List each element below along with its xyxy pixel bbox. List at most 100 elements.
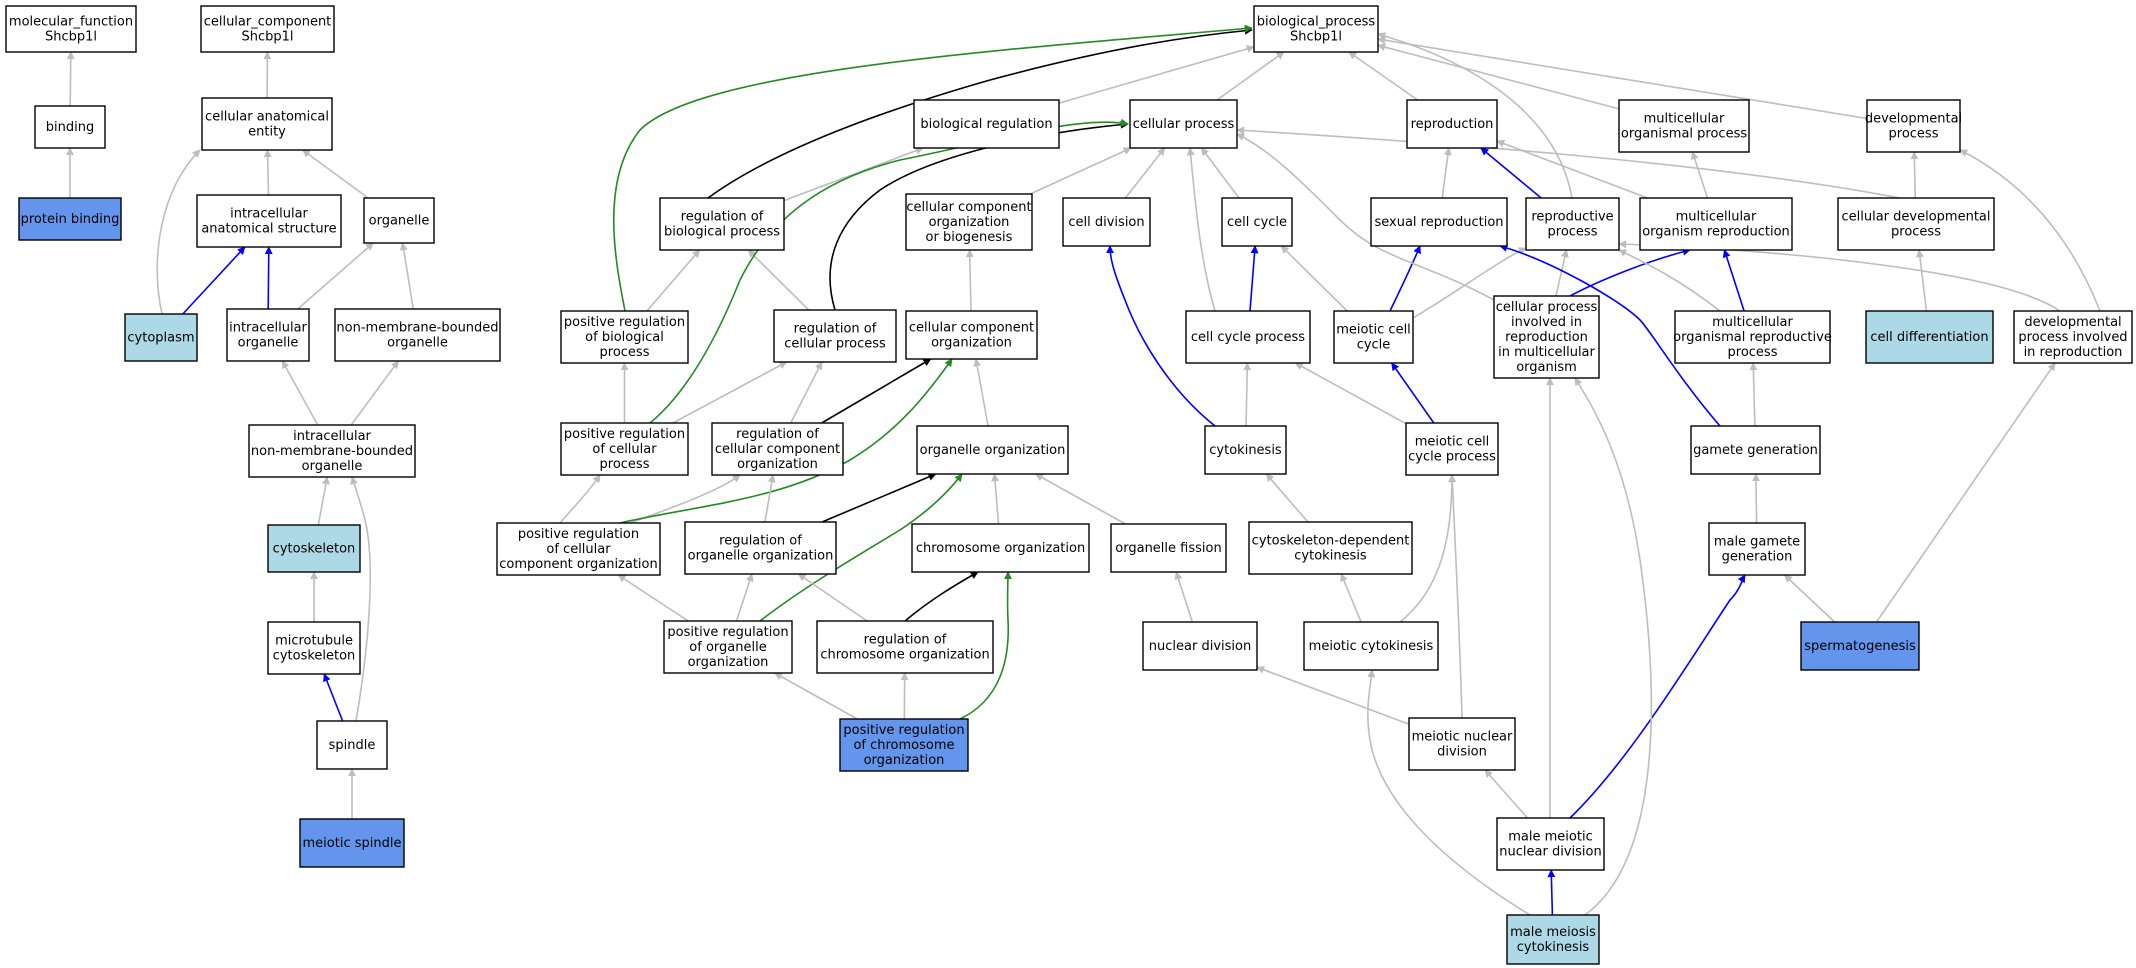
- node-label-line: organelle: [302, 459, 363, 474]
- node-gamete-generation[interactable]: gamete generation: [1690, 425, 1821, 475]
- node-cell-division[interactable]: cell division: [1062, 197, 1151, 247]
- node-box: [1708, 522, 1806, 576]
- node-label-line: organization: [688, 655, 769, 670]
- node-nuclear-division[interactable]: nuclear division: [1142, 621, 1258, 671]
- node-label-line: meiotic cell: [1415, 435, 1490, 450]
- node-label-line: multicellular: [1712, 315, 1793, 330]
- node-label-line: cellular developmental: [1842, 210, 1991, 225]
- node-cytoplasm[interactable]: cytoplasm: [124, 313, 198, 362]
- edge-pos-reg-organelle-org-to-reg-organelle-org: [735, 573, 754, 622]
- node-label-line: of biological: [585, 330, 664, 345]
- edge-cell-cycle-to-cellular-process: [1200, 147, 1240, 199]
- node-label-line: process: [1891, 225, 1941, 240]
- node-cell-differentiation[interactable]: cell differentiation: [1865, 310, 1994, 364]
- node-organelle-organization[interactable]: organelle organization: [916, 425, 1069, 475]
- edge-intracellular-organelle-to-intracellular-anatomical-structure: [264, 246, 273, 310]
- node-box: [124, 313, 198, 362]
- edge-pos-reg-chromosome-org-to-chromosome-organization: [959, 571, 1012, 720]
- node-cytoskeleton[interactable]: cytoskeleton: [267, 524, 361, 573]
- node-label-line: of cellular: [546, 542, 611, 557]
- node-intracellular-nmb-organelle[interactable]: intracellularnon-membrane-boundedorganel…: [248, 424, 416, 478]
- edge-pos-reg-biological-process-to-biological-process: [613, 24, 1253, 312]
- node-cell-cycle-process[interactable]: cell cycle process: [1185, 310, 1311, 364]
- node-label-line: process: [1728, 345, 1778, 360]
- edge-intracellular-organelle-to-organelle: [297, 242, 374, 310]
- node-label-line: positive regulation: [564, 315, 685, 330]
- node-label-line: organismal process: [1621, 127, 1747, 142]
- node-box: [711, 422, 844, 476]
- node-meiotic-spindle[interactable]: meiotic spindle: [299, 818, 405, 868]
- node-label-line: nuclear division: [1149, 639, 1251, 654]
- node-organelle[interactable]: organelle: [363, 197, 435, 244]
- node-label-line: multicellular: [1644, 112, 1725, 127]
- node-sexual-reproduction[interactable]: sexual reproduction: [1370, 197, 1508, 247]
- node-meiotic-cytokinesis[interactable]: meiotic cytokinesis: [1303, 621, 1439, 671]
- edge-cpir-to-reproductive-process: [1555, 249, 1569, 297]
- node-organelle-fission[interactable]: organelle fission: [1110, 523, 1227, 573]
- node-reproduction[interactable]: reproduction: [1406, 99, 1498, 149]
- node-biological-regulation[interactable]: biological regulation: [913, 99, 1060, 149]
- node-label-line: cellular component: [909, 321, 1034, 336]
- edge-meiotic-cell-cycle-to-cell-cycle: [1280, 245, 1348, 312]
- node-spermatogenesis[interactable]: spermatogenesis: [1800, 621, 1920, 671]
- node-label-line: cell differentiation: [1870, 330, 1988, 345]
- node-label-line: component organization: [499, 557, 658, 572]
- node-chromosome-organization[interactable]: chromosome organization: [911, 523, 1090, 573]
- node-cell-cycle[interactable]: cell cycle: [1221, 197, 1293, 247]
- node-cellular-process[interactable]: cellular process: [1129, 99, 1238, 149]
- node-binding[interactable]: binding: [34, 105, 106, 149]
- node-label-line: organelle fission: [1115, 541, 1221, 556]
- node-label-line: organization: [931, 336, 1012, 351]
- edge-cell-division-to-cellular-process: [1124, 147, 1166, 199]
- node-box: [911, 523, 1090, 573]
- node-box: [560, 422, 689, 476]
- edge-spindle-to-microtubule-cytoskeleton: [323, 673, 344, 722]
- node-spindle[interactable]: spindle: [316, 720, 388, 770]
- node-cytokinesis[interactable]: cytokinesis: [1204, 425, 1287, 475]
- node-label-line: cellular component: [715, 442, 840, 457]
- node-label-line: sexual reproduction: [1374, 215, 1503, 230]
- node-label-line: regulation of: [719, 534, 802, 549]
- edge-cell-cycle-process-to-cell-cycle: [1249, 245, 1259, 312]
- node-protein-binding[interactable]: protein binding: [18, 197, 122, 241]
- node-label-line: spindle: [329, 738, 376, 753]
- node-label-line: anatomical structure: [201, 222, 336, 237]
- edge-male-meiosis-cytokinesis-to-meiotic-cytokinesis: [1367, 669, 1531, 916]
